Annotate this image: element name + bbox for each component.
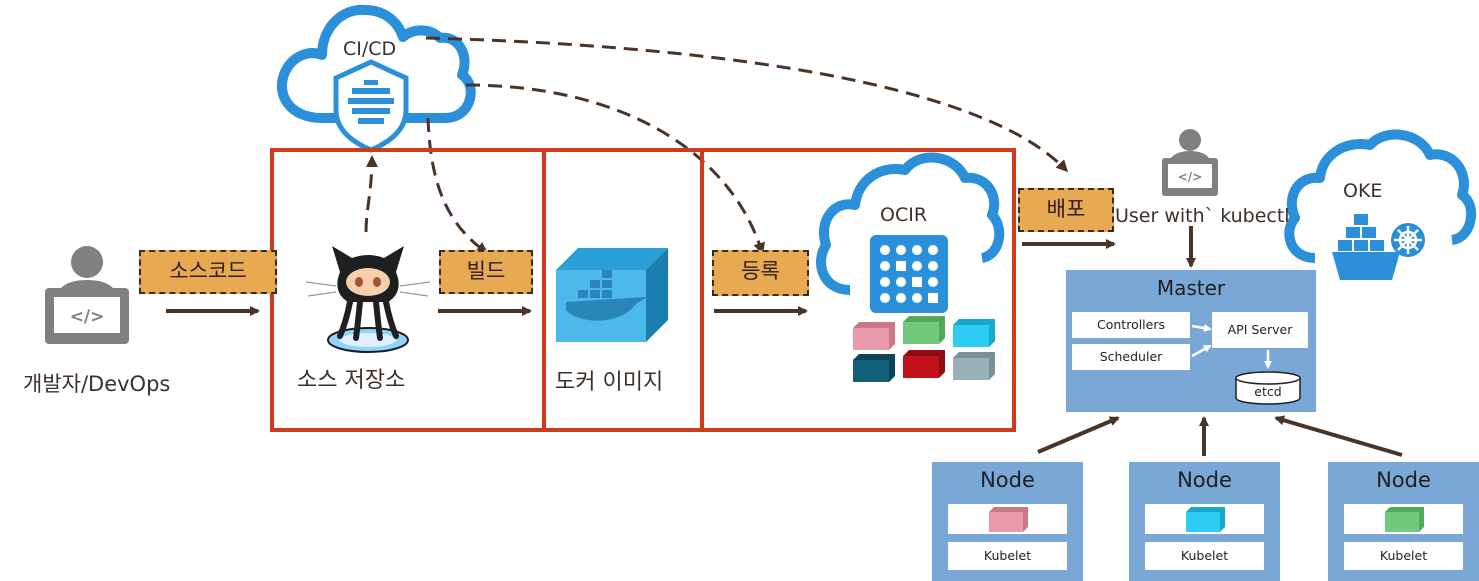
svg-text:</>: </> [1178,170,1203,184]
container-icon [989,507,1028,532]
cicd-to-build-arrow [426,117,489,254]
etcd-label: etcd [1254,384,1282,399]
source-code-tag: 소스코드 [139,250,277,294]
cicd-label: CI/CD [343,38,397,60]
build-tag: 빌드 [439,250,533,294]
oke-ship-icon [1332,214,1425,280]
developer-icon: </> [45,246,129,344]
oke-label: OKE [1343,180,1383,202]
svg-text:</>: </> [70,307,105,327]
cicd-to-deploy-arrow [425,36,1069,173]
container-icon [1186,507,1225,532]
container-icon [1385,507,1424,532]
node-panel-1: Node Kubelet [932,462,1083,581]
ocir-containers-icon [853,316,995,382]
node-container-slot [1344,504,1463,534]
cicd-to-register-arrow [465,83,766,255]
source-repo-label: 소스 저장소 [297,368,406,393]
developer-label: 개발자/DevOps [23,372,171,396]
node-panel-2: Node Kubelet [1129,462,1280,581]
github-octocat-icon [305,246,431,353]
docker-image-icon [556,248,668,342]
etcd-cylinder: etcd [1234,370,1302,406]
node3-to-master-arrow [1274,415,1403,457]
api-server-box: API Server [1212,312,1308,348]
master-internal-arrows [1191,324,1272,369]
ocir-registry-icon [870,235,948,313]
node-container-slot [948,504,1067,534]
register-tag: 등록 [712,250,809,296]
kubectl-user-icon: </> [1162,129,1218,196]
repo-to-cicd-arrow [364,155,378,233]
kubelet-box: Kubelet [948,542,1067,570]
etcd-icon [1235,371,1301,405]
scheduler-box: Scheduler [1072,344,1190,370]
ocir-frame [700,148,1016,432]
master-title: Master [1156,276,1226,300]
kubectl-user-label: User with` kubectl [1115,205,1290,227]
node-container-slot [1145,504,1264,534]
oke-cloud-icon [1284,129,1476,263]
node1-to-master-arrow [1037,416,1120,454]
node-title: Node [1376,468,1431,492]
master-panel: Master Controllers Scheduler API Server … [1066,270,1316,412]
kubelet-box: Kubelet [1344,542,1463,570]
kubelet-box: Kubelet [1145,542,1264,570]
node-panel-3: Node Kubelet [1328,462,1479,581]
ocir-label: OCIR [880,204,928,226]
ocir-cloud-icon [816,152,1005,295]
node-title: Node [980,468,1035,492]
deploy-tag: 배포 [1018,188,1114,232]
node-title: Node [1177,468,1232,492]
docker-image-label: 도커 이미지 [555,370,664,395]
cicd-shield-icon [333,59,409,153]
cicd-cloud-icon [276,4,476,123]
controllers-box: Controllers [1072,312,1190,338]
